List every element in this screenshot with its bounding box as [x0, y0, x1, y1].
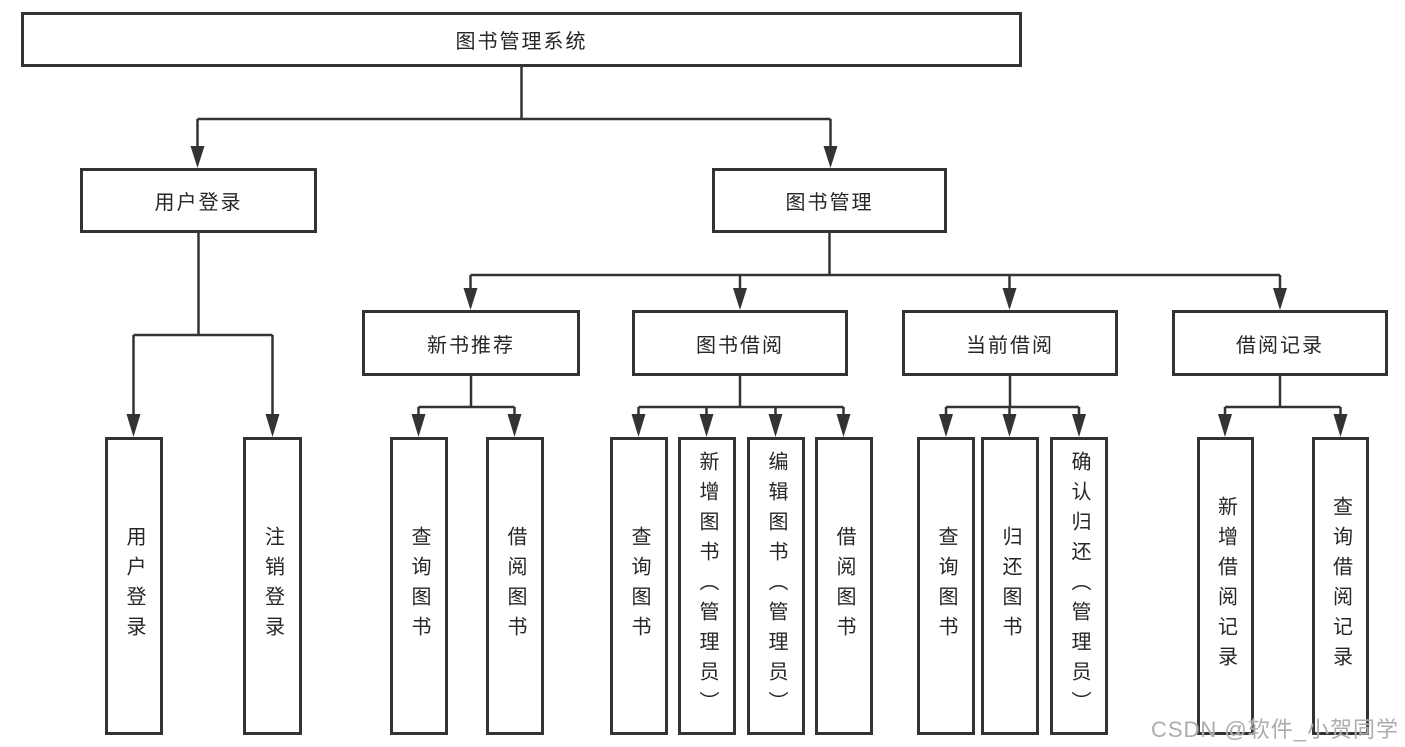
leaf-user-login-0: 用户登录	[105, 437, 163, 735]
node-book-borrow: 图书借阅	[632, 310, 848, 376]
leaf-new-book-rec-0: 查询图书	[390, 437, 448, 735]
csdn-watermark: CSDN @软件_小贺同学	[1150, 717, 1399, 742]
node-current-borrow: 当前借阅	[902, 310, 1118, 376]
leaf-current-borrow-2: 确认归还（管理员）	[1050, 437, 1108, 735]
leaf-current-borrow-1: 归还图书	[981, 437, 1039, 735]
leaf-new-book-rec-1: 借阅图书	[486, 437, 544, 735]
leaf-book-borrow-2: 编辑图书（管理员）	[747, 437, 805, 735]
leaf-borrow-records-0: 新增借阅记录	[1197, 437, 1254, 735]
leaf-book-borrow-0: 查询图书	[610, 437, 668, 735]
leaf-current-borrow-0: 查询图书	[917, 437, 975, 735]
node-new-book-rec: 新书推荐	[362, 310, 580, 376]
node-root: 图书管理系统	[21, 12, 1022, 67]
leaf-book-borrow-3: 借阅图书	[815, 437, 873, 735]
leaf-borrow-records-1: 查询借阅记录	[1312, 437, 1369, 735]
node-user-login: 用户登录	[80, 168, 317, 233]
leaf-user-login-1: 注销登录	[243, 437, 302, 735]
arrowheads	[126, 146, 1348, 437]
node-book-mgmt: 图书管理	[712, 168, 947, 233]
leaf-book-borrow-1: 新增图书（管理员）	[678, 437, 736, 735]
node-borrow-records: 借阅记录	[1172, 310, 1388, 376]
